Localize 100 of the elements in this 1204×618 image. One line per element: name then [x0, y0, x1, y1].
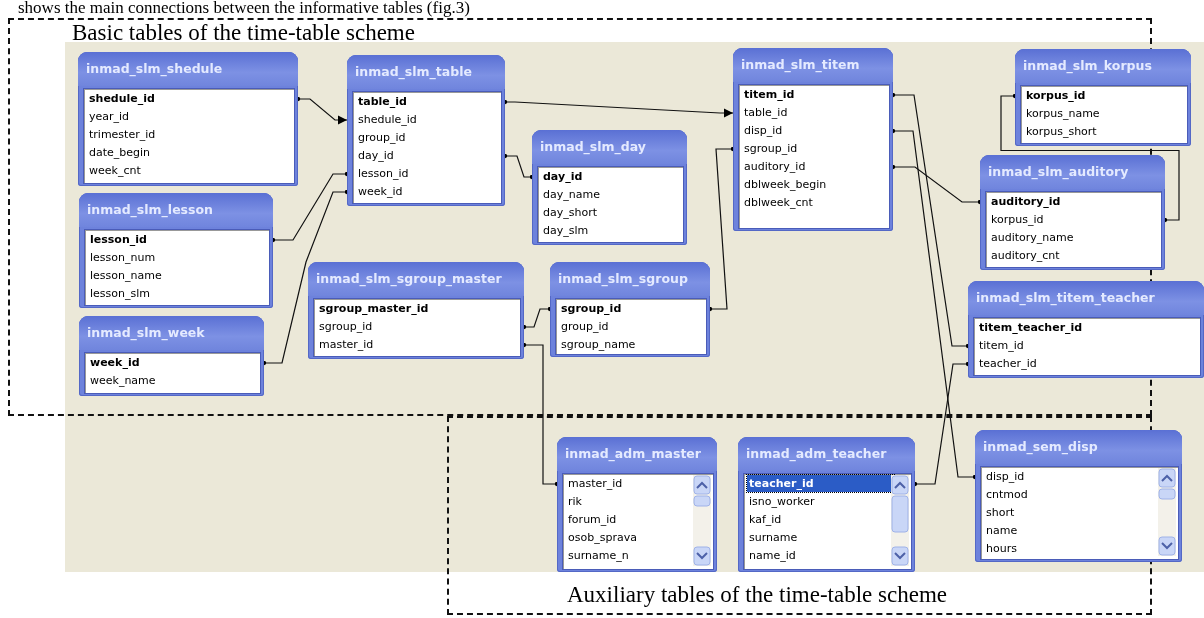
field-name: day_slm — [542, 223, 590, 239]
field-name: sgroup_id — [743, 141, 799, 157]
field-name: lesson_id — [357, 166, 410, 182]
table-name: inmad_slm_auditory — [988, 164, 1129, 180]
relationship-line — [270, 171, 350, 243]
database-table — [968, 281, 1204, 378]
field-name: sgroup_name — [560, 337, 637, 353]
relationship-line — [1000, 93, 1180, 223]
field-name: teacher_id — [978, 356, 1038, 372]
relationship-line — [890, 164, 983, 205]
field-name: shedule_id — [88, 91, 156, 107]
field-name: day_name — [542, 187, 601, 203]
field-name: cntmod — [985, 487, 1029, 503]
field-name: week_id — [89, 355, 141, 371]
field-name: sgroup_id — [560, 301, 623, 317]
field-name: week_name — [89, 373, 157, 389]
database-table — [1015, 49, 1191, 146]
field-name: week_cnt — [88, 163, 142, 179]
relationship-line — [502, 153, 535, 180]
field-name: day_short — [542, 205, 598, 221]
field-name: titem_id — [978, 338, 1025, 354]
field-name: surname_n — [567, 548, 630, 564]
database-table — [980, 155, 1165, 270]
database-table — [738, 437, 915, 572]
field-name: day_id — [357, 148, 395, 164]
field-name: auditory_id — [990, 194, 1062, 210]
field-name: name — [985, 523, 1019, 539]
table-name: inmad_slm_titem_teacher — [976, 290, 1155, 306]
table-name: inmad_adm_master — [565, 446, 702, 462]
field-name: forum_id — [567, 512, 618, 528]
field-name: name_id — [748, 548, 797, 564]
relationship-line — [890, 92, 971, 349]
database-table — [347, 55, 505, 206]
field-name: dblweek_cnt — [743, 195, 814, 211]
field-name: lesson_name — [89, 268, 163, 284]
field-name: auditory_id — [743, 159, 807, 175]
database-table — [557, 437, 717, 572]
field-name: table_id — [743, 105, 789, 121]
field-name: surname — [748, 530, 799, 546]
field-name: master_id — [567, 476, 624, 492]
table-name: inmad_adm_teacher — [746, 446, 887, 462]
field-name: date_begin — [88, 145, 152, 161]
field-name: lesson_id — [89, 232, 148, 248]
field-name: master_id — [318, 337, 375, 353]
table-name: inmad_slm_table — [355, 64, 472, 80]
field-name: osob_sprava — [567, 530, 638, 546]
database-table — [79, 316, 264, 396]
table-name: inmad_slm_week — [87, 325, 205, 341]
relationship-line — [261, 189, 350, 366]
field-name: hours — [985, 541, 1018, 557]
relationship-line — [521, 306, 553, 330]
field-name: year_id — [88, 109, 131, 125]
field-name: korpus_short — [1025, 124, 1098, 140]
table-name: inmad_slm_korpus — [1023, 58, 1152, 74]
table-name: inmad_slm_titem — [741, 57, 860, 73]
field-name: day_id — [542, 169, 584, 185]
field-name: auditory_cnt — [990, 248, 1061, 264]
field-name: kaf_id — [748, 512, 783, 528]
field-name: korpus_id — [1025, 88, 1087, 104]
region-heading: Auxiliary tables of the time-table scheme — [567, 582, 947, 608]
database-table — [733, 48, 893, 231]
relationship-line — [295, 96, 348, 125]
field-name: group_id — [357, 130, 407, 146]
field-name: korpus_id — [990, 212, 1045, 228]
table-name: inmad_slm_sgroup — [558, 271, 688, 287]
database-table — [975, 430, 1182, 562]
table-name: inmad_slm_lesson — [87, 202, 213, 218]
database-table — [550, 262, 710, 357]
field-name: titem_teacher_id — [978, 320, 1084, 336]
field-name: korpus_name — [1025, 106, 1101, 122]
field-name: lesson_num — [89, 250, 157, 266]
relationship-line — [707, 146, 736, 312]
field-name: rik — [567, 494, 583, 510]
region-heading: Basic tables of the time-table scheme — [72, 20, 415, 46]
field-name: dblweek_begin — [743, 177, 828, 193]
relationship-line — [502, 99, 734, 118]
relationship-line — [890, 128, 978, 480]
field-name: sgroup_id — [318, 319, 374, 335]
field-name: shedule_id — [357, 112, 418, 128]
field-name: week_id — [357, 184, 404, 200]
relationship-line — [521, 342, 560, 487]
caption-text: shows the main connections between the informative tables (fig.3) — [18, 0, 470, 18]
field-name: disp_id — [985, 469, 1026, 485]
table-name: inmad_slm_shedule — [86, 61, 223, 77]
table-name: inmad_slm_sgroup_master — [316, 271, 502, 287]
database-table — [308, 262, 524, 359]
database-table — [532, 130, 687, 245]
field-name: teacher_id — [747, 475, 894, 492]
relationship-line — [912, 361, 971, 487]
table-name: inmad_slm_day — [540, 139, 646, 155]
database-table — [79, 193, 273, 308]
field-name: titem_id — [743, 87, 796, 103]
table-name: inmad_sem_disp — [983, 439, 1098, 455]
database-table — [78, 52, 298, 186]
field-name: short — [985, 505, 1016, 521]
field-name: group_id — [560, 319, 610, 335]
field-name: sgroup_master_id — [318, 301, 430, 317]
field-name: trimester_id — [88, 127, 157, 143]
field-name: table_id — [357, 94, 408, 110]
field-name: auditory_name — [990, 230, 1075, 246]
